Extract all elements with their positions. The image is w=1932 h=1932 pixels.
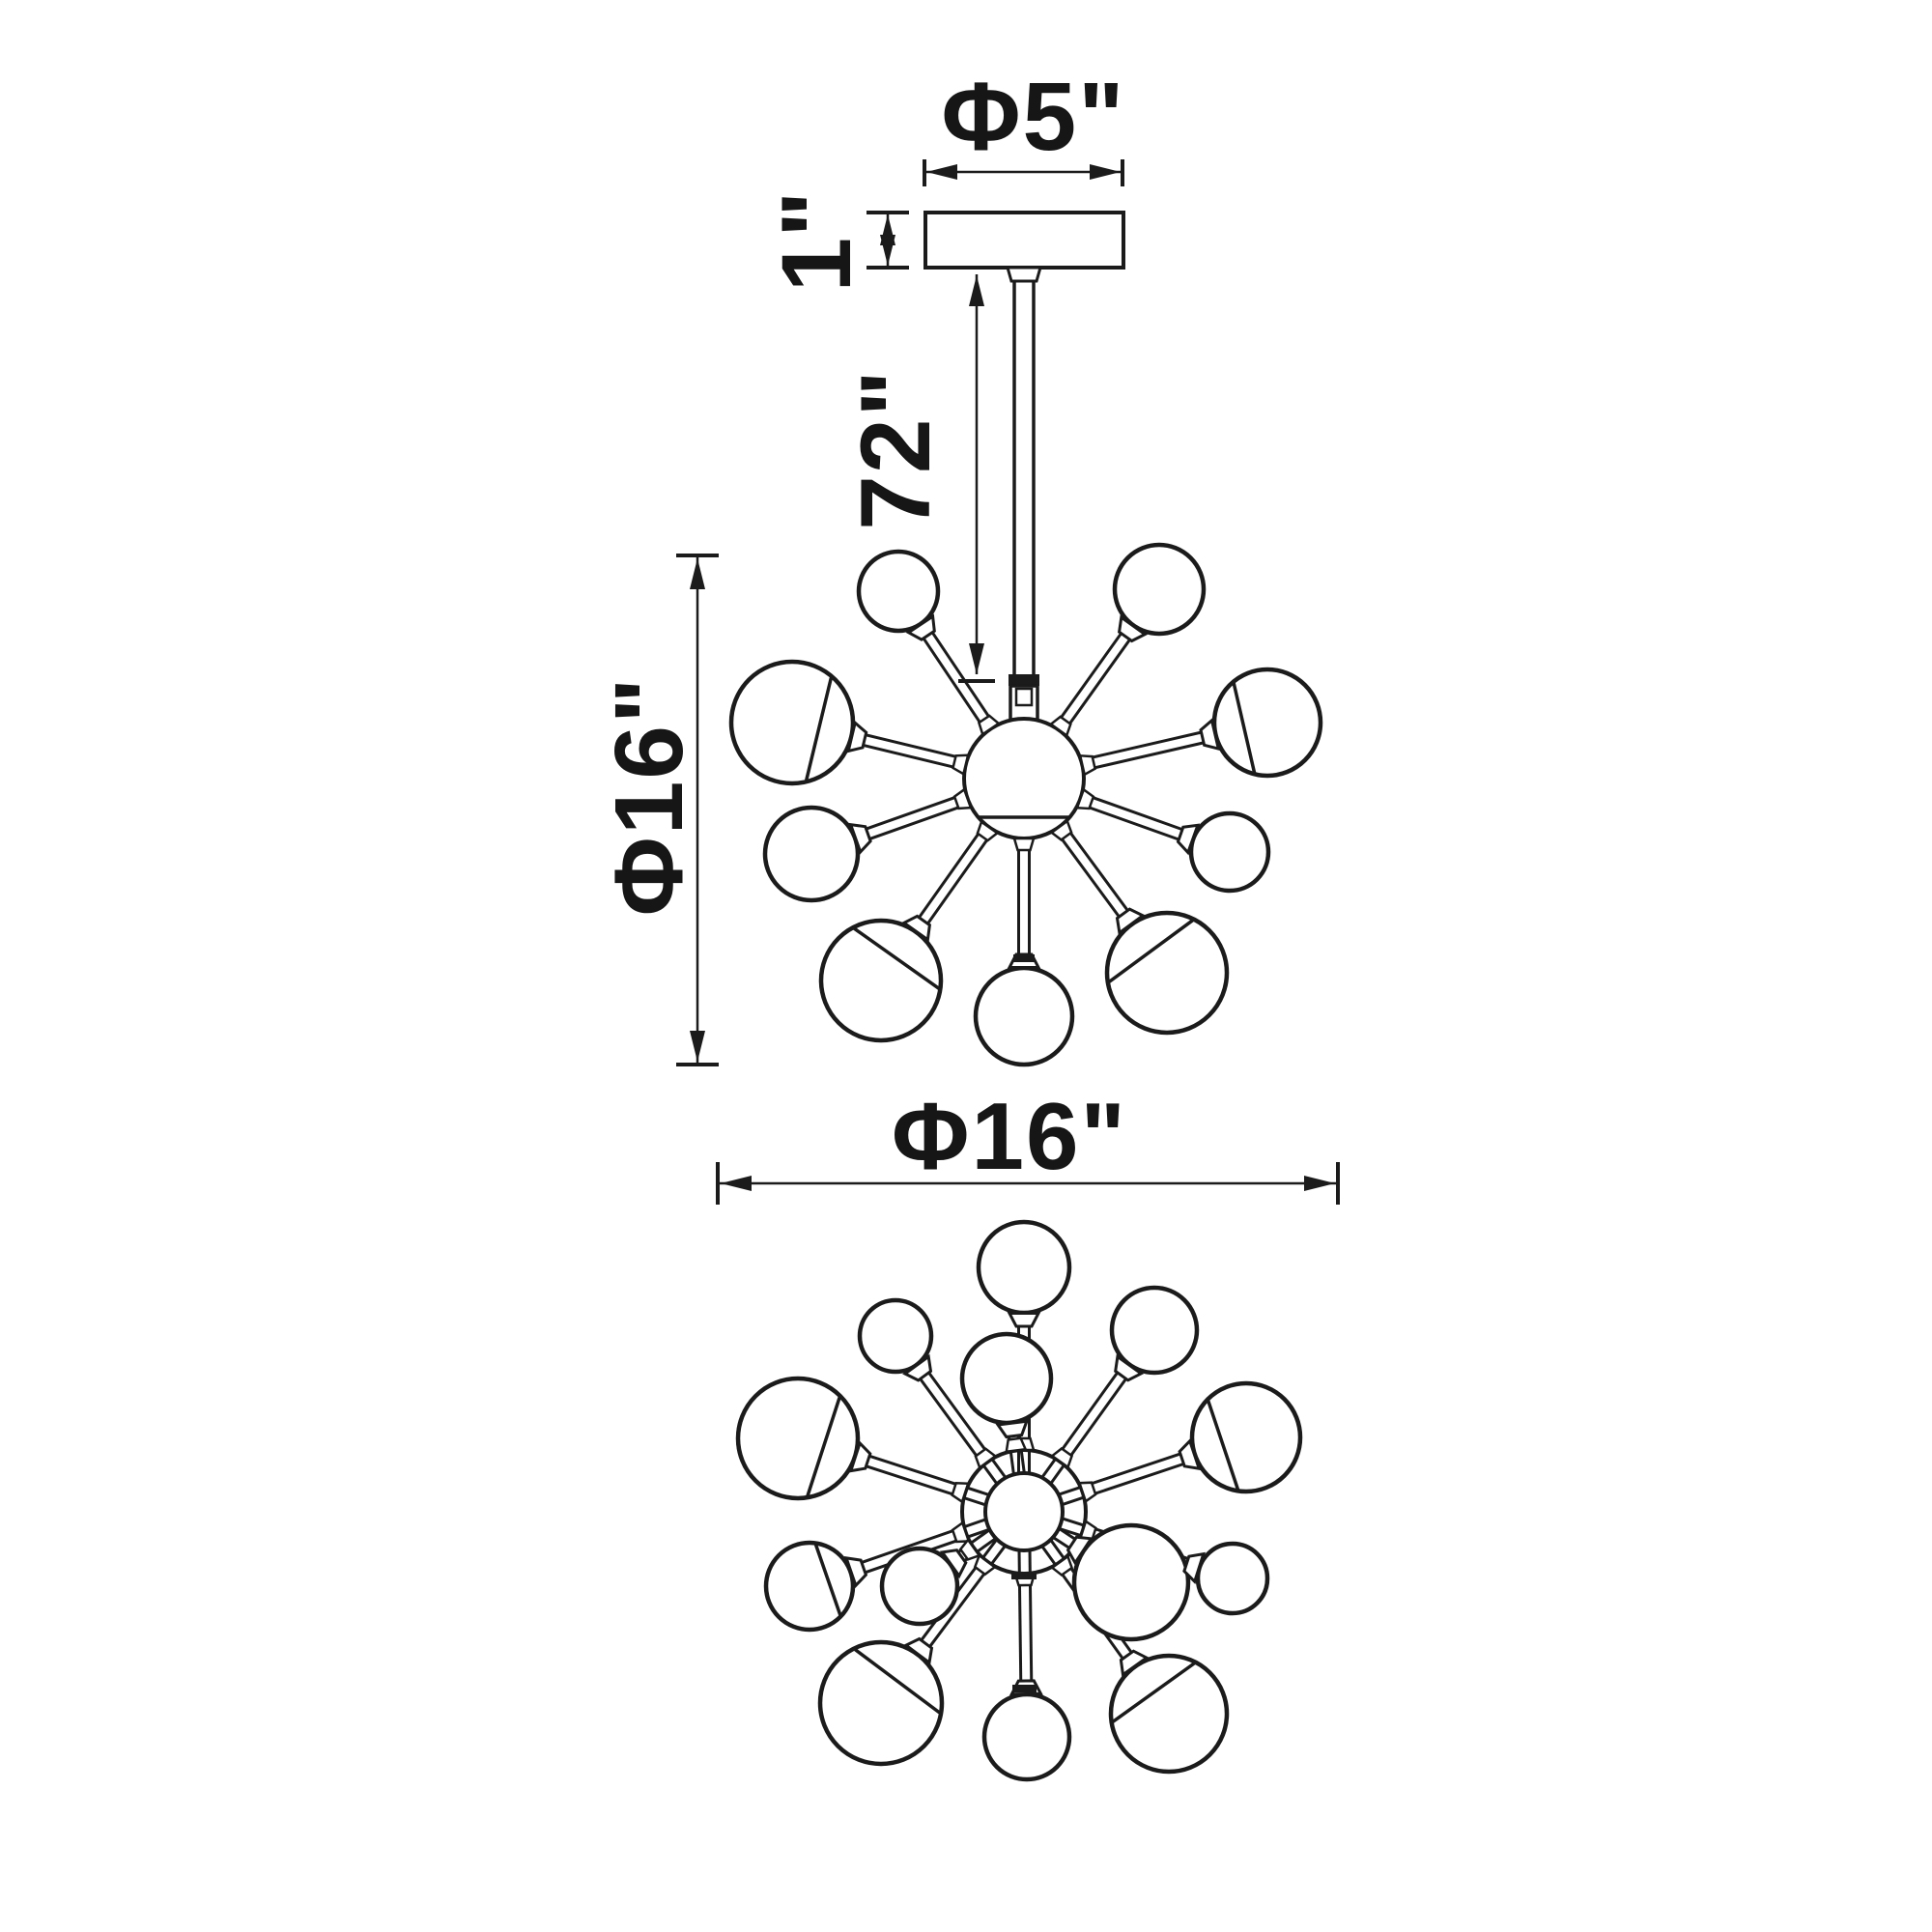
- rod-length-label: 72": [840, 368, 951, 530]
- canopy-diameter-label: Φ5": [941, 63, 1126, 171]
- fixture-height-label: Φ16": [595, 675, 703, 917]
- canopy-height-label: 1": [761, 190, 871, 293]
- fixture-diameter-label: Φ16": [892, 1083, 1127, 1189]
